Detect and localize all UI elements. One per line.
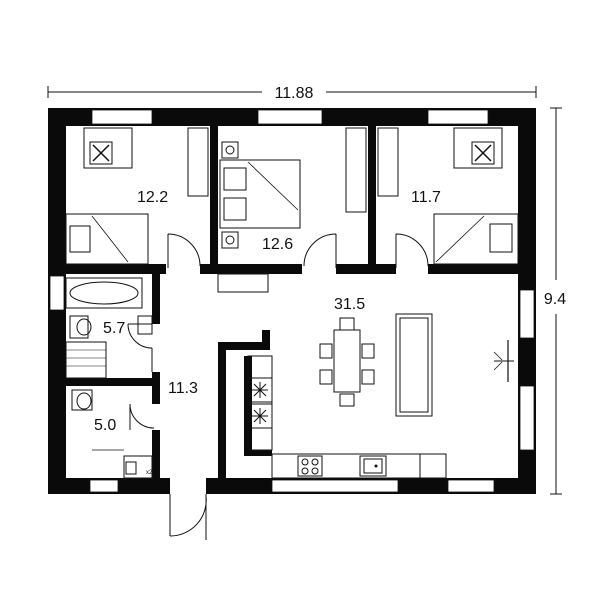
area-bedroom-left: 12.2 (137, 189, 168, 206)
height-dimension-label: 9.4 (544, 291, 566, 308)
shower-tray (65, 341, 107, 379)
window-top-middle (257, 109, 323, 125)
bed-middle (219, 159, 301, 229)
area-bathroom: 5.7 (103, 320, 125, 337)
cabinet-mark: x2 (146, 470, 153, 476)
door-entrance (169, 494, 207, 537)
exterior-walls (48, 108, 536, 494)
wc-fixtures: x2 (71, 389, 153, 479)
sink-bath (137, 315, 153, 335)
door-bedroom-right (395, 233, 429, 268)
stove-icon (297, 455, 323, 477)
door-bedroom-middle (303, 233, 337, 268)
door-wc (129, 403, 155, 429)
sink-kitchen-icon (359, 455, 387, 477)
bathtub (65, 277, 143, 309)
width-dimension: 11.88 (47, 85, 537, 102)
area-bedroom-middle: 12.6 (262, 236, 293, 253)
window-bottom-living (447, 479, 495, 493)
nightstand-bottom (221, 231, 239, 249)
window-bottom-kitchen (271, 479, 399, 493)
bed-right (433, 213, 519, 265)
freezer-icon (247, 377, 273, 429)
cabinet-wc (123, 455, 153, 479)
door-bathroom (127, 323, 153, 372)
tv-icon (493, 340, 514, 382)
window-bottom-wc (89, 479, 119, 493)
sofa (395, 313, 433, 417)
entrance-opening (170, 478, 206, 494)
toilet-bath (69, 315, 89, 339)
windows (49, 109, 535, 494)
window-left-bath (49, 275, 65, 311)
nightstand-top (221, 141, 239, 159)
area-hall: 11.3 (168, 380, 198, 397)
window-right-lower (519, 385, 535, 451)
counter-bottom (271, 453, 447, 479)
bathroom-fixtures (65, 277, 153, 379)
desk-left (83, 127, 133, 169)
toilet-wc (71, 389, 93, 411)
width-dimension-label: 11.88 (275, 85, 314, 102)
window-right-upper (519, 289, 535, 339)
chair-right (471, 141, 495, 165)
bedroom-right-furniture (377, 127, 519, 265)
desk-right (453, 127, 503, 169)
area-wc: 5.0 (94, 417, 116, 434)
counter-left (247, 355, 273, 451)
dining-table (319, 317, 375, 407)
door-bedroom-left (167, 233, 201, 268)
wardrobe-left (187, 127, 209, 197)
interior-walls (48, 108, 536, 482)
room-labels: 12.2 12.6 11.7 5.7 11.3 5.0 31.5 (94, 189, 441, 434)
bedroom-middle-furniture (219, 127, 367, 249)
area-living-kitchen: 31.5 (334, 296, 365, 313)
bedroom-left-furniture (65, 127, 209, 265)
doors (127, 233, 429, 540)
chair-left (89, 141, 113, 165)
bed-left (65, 213, 149, 265)
living-area (319, 313, 514, 417)
window-top-right (427, 109, 489, 125)
window-top-left (91, 109, 153, 125)
kitchen (247, 355, 447, 479)
wardrobe-middle (345, 127, 367, 213)
wardrobe-right (377, 127, 399, 197)
area-bedroom-right: 11.7 (411, 189, 441, 206)
height-dimension: 9.4 (544, 107, 566, 495)
